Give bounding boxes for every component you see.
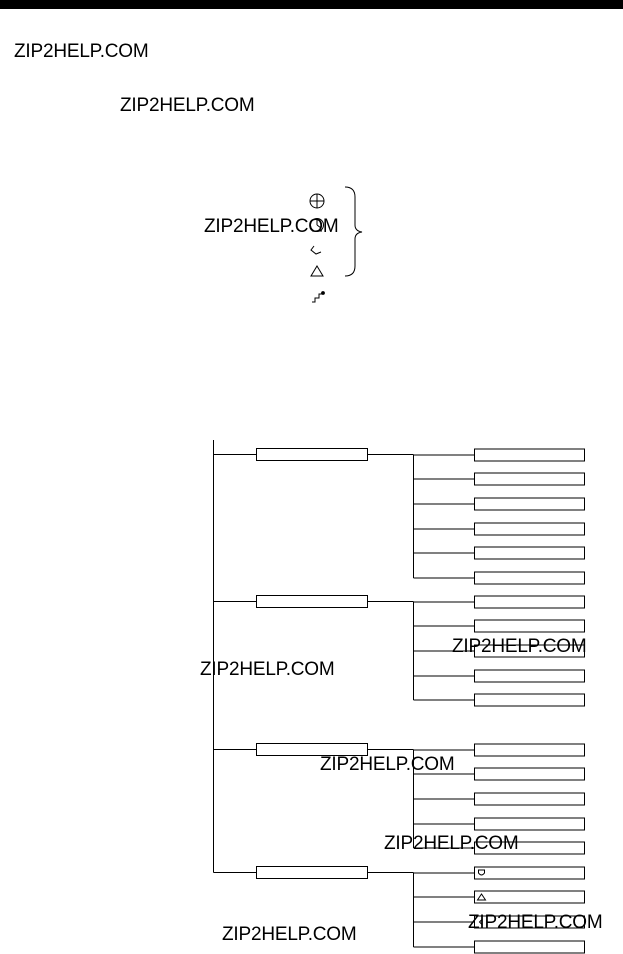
shield-icon	[478, 869, 485, 876]
menu-item-box	[474, 546, 585, 560]
menu-item-box	[474, 915, 585, 929]
menu-item-box	[474, 841, 585, 855]
menu-item-box	[474, 497, 585, 511]
menu-group-box	[256, 743, 368, 756]
watermark: ZIP2HELP.COM	[320, 754, 455, 775]
watermark: ZIP2HELP.COM	[14, 41, 149, 62]
menu-item-box	[474, 866, 585, 880]
menu-item-box	[474, 472, 585, 486]
chevron-icon	[478, 918, 483, 926]
menu-item-box	[474, 619, 585, 633]
menu-group-box	[256, 448, 368, 461]
menu-item-box	[474, 767, 585, 781]
watermark: ZIP2HELP.COM	[200, 659, 335, 680]
watermark: ZIP2HELP.COM	[452, 636, 587, 657]
menu-item-box	[474, 693, 585, 707]
menu-group-box	[256, 595, 368, 608]
menu-item-box	[474, 890, 585, 904]
menu-item-box	[474, 743, 585, 757]
menu-item-box	[474, 940, 585, 954]
menu-item-box	[474, 792, 585, 806]
menu-item-box	[474, 522, 585, 536]
watermark: ZIP2HELP.COM	[222, 924, 357, 945]
watermark: ZIP2HELP.COM	[120, 95, 255, 116]
menu-item-box	[474, 669, 585, 683]
watermark: ZIP2HELP.COM	[204, 216, 339, 237]
triangle-icon	[476, 893, 487, 901]
top-border-bar	[0, 0, 623, 9]
menu-item-box	[474, 817, 585, 831]
watermark: ZIP2HELP.COM	[468, 912, 603, 933]
menu-item-box	[474, 644, 585, 658]
menu-item-box	[474, 448, 585, 462]
menu-item-box	[474, 571, 585, 585]
menu-group-box	[256, 866, 368, 879]
menu-item-box	[474, 595, 585, 609]
